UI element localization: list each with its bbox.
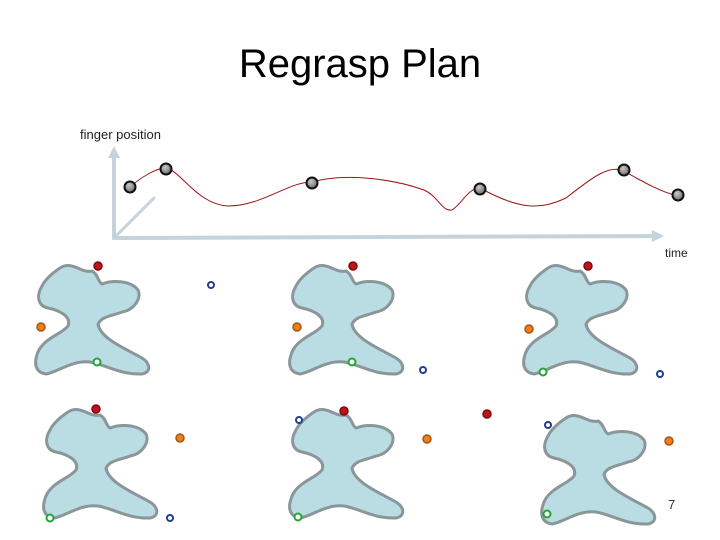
finger-orange <box>175 433 185 443</box>
regrasp-knot-6 <box>671 188 685 202</box>
grasp-panel-4 <box>42 404 185 523</box>
grasp-panel-2 <box>288 261 427 376</box>
x-axis-label: time <box>665 246 688 260</box>
finger-orange <box>292 322 302 332</box>
finger-position-plot <box>108 146 685 242</box>
finger-red <box>339 406 349 416</box>
grasp-panel-3 <box>522 261 664 378</box>
finger-orange <box>422 434 432 444</box>
time-axis-arrow-icon <box>652 230 664 242</box>
finger-blue <box>419 366 427 374</box>
time-axis <box>112 234 662 240</box>
regrasp-knot-2 <box>159 162 173 176</box>
finger-red <box>348 261 358 271</box>
y-axis-label: finger position <box>80 127 161 142</box>
grasp-panel-6 <box>540 413 674 526</box>
grasp-panel-1 <box>34 261 215 376</box>
finger-red <box>93 261 103 271</box>
grasp-panel-5 <box>288 406 492 522</box>
finger-blue <box>656 370 664 378</box>
regrasp-knot-1 <box>123 180 137 194</box>
finger-red-detached <box>482 409 492 419</box>
regrasp-knot-3 <box>305 176 319 190</box>
regrasp-knot-4 <box>473 182 487 196</box>
finger-blue <box>544 421 552 429</box>
finger-blue <box>207 281 215 289</box>
finger-red <box>583 261 593 271</box>
finger-red <box>91 404 101 414</box>
finger-blue <box>295 416 303 424</box>
finger-green <box>45 513 55 523</box>
finger-trajectory-curve <box>129 167 679 211</box>
finger-green <box>347 357 357 367</box>
finger-green <box>538 367 548 377</box>
slide-title: Regrasp Plan <box>238 42 482 86</box>
finger-green <box>92 357 102 367</box>
finger-orange <box>524 324 534 334</box>
finger-green <box>542 509 552 519</box>
depth-axis <box>112 196 156 240</box>
finger-green <box>293 512 303 522</box>
regrasp-knot-5 <box>617 163 631 177</box>
position-axis-arrow-icon <box>108 146 120 158</box>
finger-blue <box>166 514 174 522</box>
finger-orange <box>664 436 674 446</box>
page-number: 7 <box>668 497 676 512</box>
finger-orange <box>36 322 46 332</box>
